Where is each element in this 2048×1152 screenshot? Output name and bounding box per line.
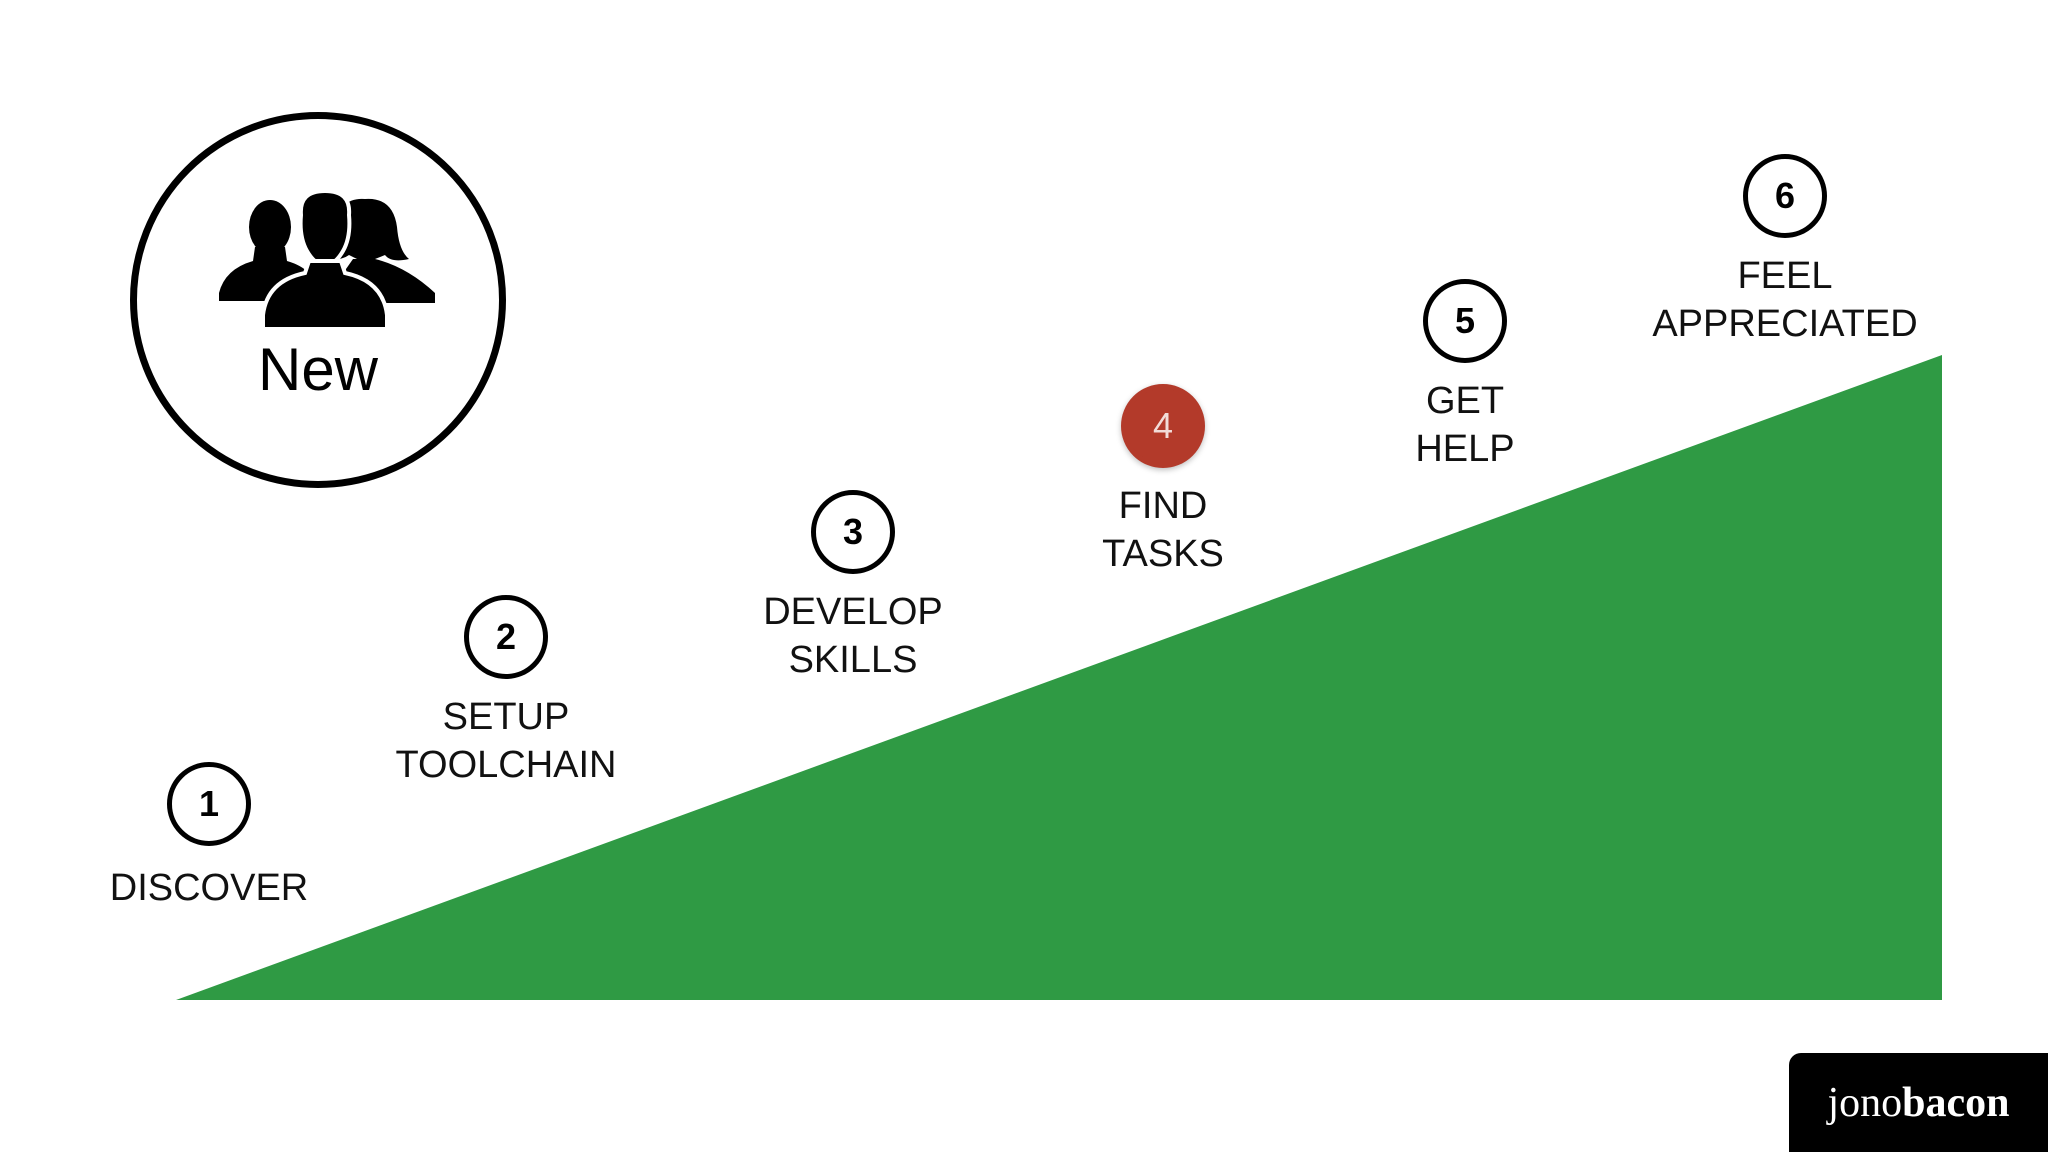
step-number-circle: 1: [167, 762, 251, 846]
step-number-circle: 3: [811, 490, 895, 574]
step-develop-skills: 3 DEVELOP SKILLS: [703, 490, 1003, 684]
step-feel-appreciated: 6 FEEL APPRECIATED: [1635, 154, 1935, 348]
step-number-circle-active: 4: [1121, 384, 1205, 468]
step-number-circle: 6: [1743, 154, 1827, 238]
step-get-help: 5 GET HELP: [1315, 279, 1615, 473]
brand-logo-part2: bacon: [1902, 1079, 2010, 1126]
step-discover: 1 DISCOVER: [59, 762, 359, 912]
ramp-triangle: [176, 355, 1942, 1000]
step-label: FIND TASKS: [1102, 485, 1224, 575]
new-member-badge: New: [130, 112, 506, 488]
group-of-people-icon: [219, 189, 435, 329]
step-label: DISCOVER: [109, 867, 309, 909]
step-number-circle: 2: [464, 595, 548, 679]
step-label: SETUP TOOLCHAIN: [395, 696, 617, 786]
step-number-circle: 5: [1423, 279, 1507, 363]
badge-label: New: [257, 336, 379, 403]
step-label: FEEL APPRECIATED: [1652, 255, 1918, 345]
step-setup-toolchain: 2 SETUP TOOLCHAIN: [356, 595, 656, 789]
step-label: DEVELOP SKILLS: [763, 591, 943, 681]
step-find-tasks: 4 FIND TASKS: [1013, 384, 1313, 578]
brand-logo-part1: jono: [1827, 1079, 1903, 1126]
step-label: GET HELP: [1415, 380, 1515, 470]
